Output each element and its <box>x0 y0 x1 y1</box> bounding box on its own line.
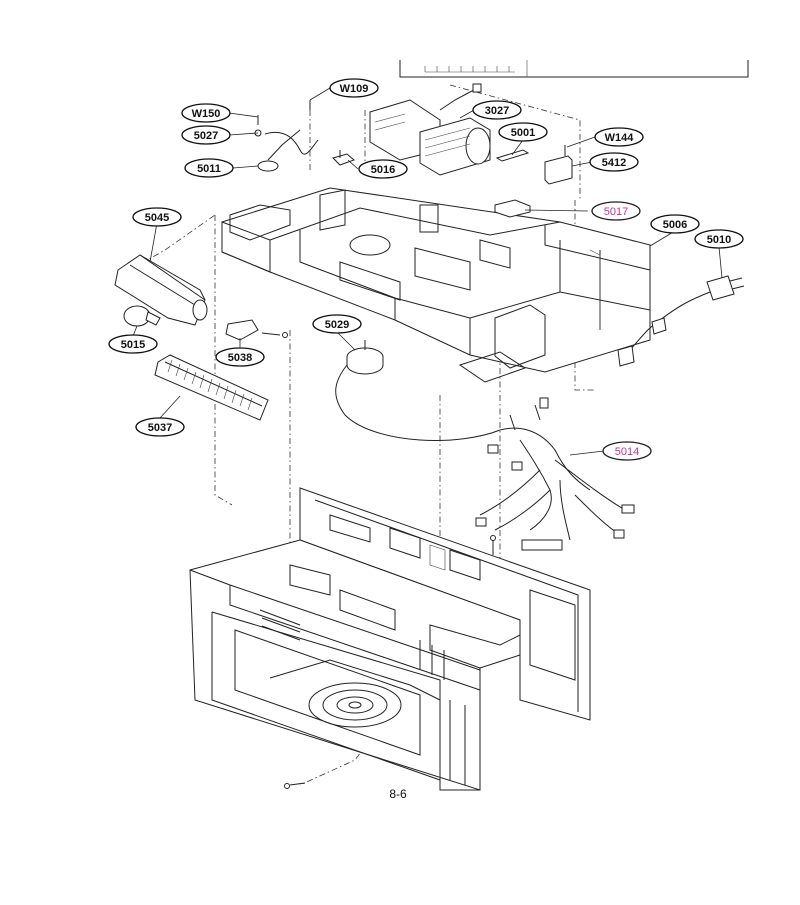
callout-label: W144 <box>605 132 635 144</box>
callout-oval <box>215 347 265 367</box>
callout-5045: 5045 <box>132 207 182 227</box>
callout-5037: 5037 <box>135 417 185 437</box>
small-switch-parts <box>494 145 573 218</box>
callout-3027: 3027 <box>472 100 522 120</box>
callout-oval <box>602 441 652 461</box>
oven-cavity <box>189 487 591 791</box>
callout-oval <box>132 207 182 227</box>
callout-oval <box>472 100 522 120</box>
callout-label: 5017 <box>604 206 628 218</box>
callout-oval <box>694 229 744 249</box>
callout-oval <box>358 159 408 179</box>
callout-oval <box>184 158 234 178</box>
callout-label: 5029 <box>325 319 349 331</box>
callout-5015: 5015 <box>108 334 158 354</box>
callout-5006: 5006 <box>650 214 700 234</box>
callout-5016: 5016 <box>358 159 408 179</box>
callout-5001: 5001 <box>498 122 548 142</box>
callout-label: 5001 <box>511 127 535 139</box>
callout-label: 5006 <box>663 219 687 231</box>
callout-oval <box>181 103 231 123</box>
callout-5038: 5038 <box>215 347 265 367</box>
callout-oval <box>498 122 548 142</box>
table-fragment <box>399 60 749 78</box>
callout-oval <box>594 127 644 147</box>
callout-label: 5412 <box>602 157 626 169</box>
callout-5010: 5010 <box>694 229 744 249</box>
callout-label: 5027 <box>194 130 218 142</box>
callout-oval <box>312 314 362 334</box>
callout-label: W109 <box>340 83 369 95</box>
stirrer-motor <box>335 340 501 441</box>
callout-label: 5038 <box>228 352 252 364</box>
callout-oval <box>135 417 185 437</box>
callout-w109: W109 <box>329 78 379 98</box>
callout-label: 5011 <box>197 163 221 175</box>
callout-5017: 5017 <box>591 201 641 221</box>
thermostat-parts <box>254 100 355 172</box>
callout-w144: W144 <box>594 127 644 147</box>
callout-oval <box>650 214 700 234</box>
callout-oval <box>591 201 641 221</box>
callout-label: 5014 <box>615 446 639 458</box>
callout-5412: 5412 <box>589 152 639 172</box>
callout-5029: 5029 <box>312 314 362 334</box>
lamp-socket <box>225 319 288 341</box>
callout-oval <box>181 125 231 145</box>
callout-label: W150 <box>192 108 221 120</box>
power-cord <box>617 275 745 367</box>
grille <box>154 354 269 421</box>
callout-5027: 5027 <box>181 125 231 145</box>
leader-lines <box>132 87 723 456</box>
lamp-housing <box>114 254 208 326</box>
lamp-bulb <box>123 305 161 327</box>
wire-harness <box>475 397 635 551</box>
callout-label: 5015 <box>121 339 145 351</box>
callout-oval <box>108 334 158 354</box>
callout-label: 5016 <box>371 164 395 176</box>
callout-oval <box>329 78 379 98</box>
callout-label: 5037 <box>148 422 172 434</box>
callout-5011: 5011 <box>184 158 234 178</box>
upper-chassis-assembly <box>221 187 651 383</box>
blower-motor <box>369 83 491 176</box>
page-number: 8-6 <box>389 787 407 801</box>
callout-label: 3027 <box>485 105 509 117</box>
callout-label: 5010 <box>707 234 731 246</box>
callout-5014: 5014 <box>602 441 652 461</box>
callout-label: 5045 <box>145 212 169 224</box>
callout-oval <box>589 152 639 172</box>
callout-w150: W150 <box>181 103 231 123</box>
